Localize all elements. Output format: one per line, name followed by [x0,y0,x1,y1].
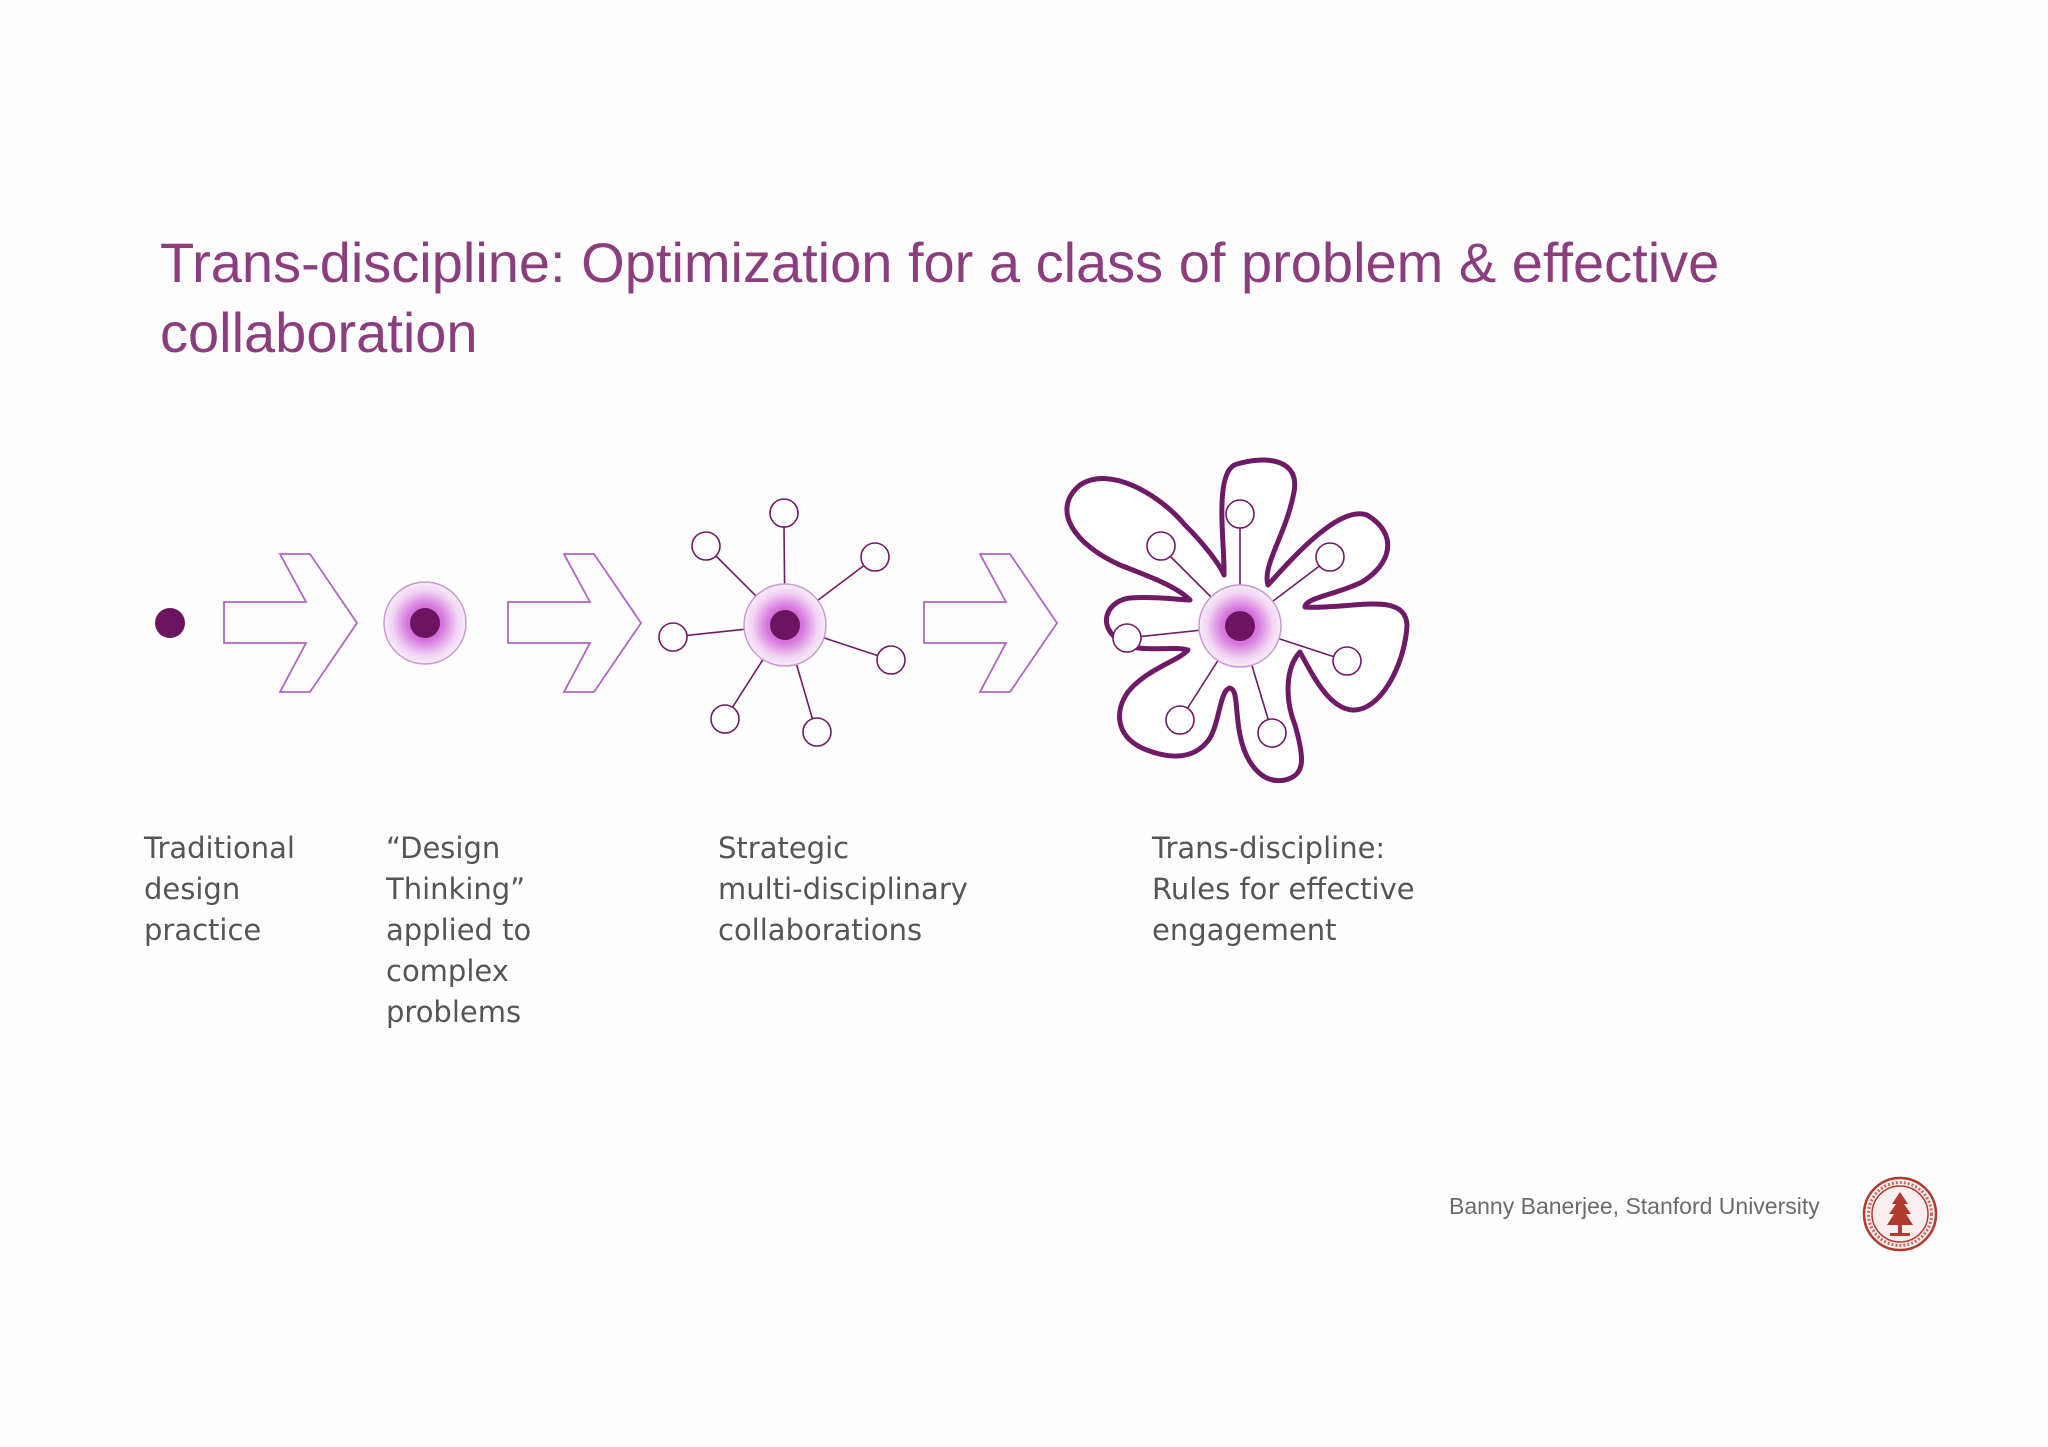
stage-multidisciplinary-network-icon [658,498,906,747]
author-credit: Banny Banerjee, Stanford University [1449,1193,1820,1219]
caption-line: collaborations [718,913,923,947]
caption-line: problems [386,995,522,1029]
caption-line: Thinking” [386,872,526,906]
caption-line: applied to [386,913,532,947]
caption-line: Rules for effective [1152,872,1415,906]
caption-line: complex [386,954,509,988]
caption-line: engagement [1152,913,1337,947]
caption-line: practice [144,913,262,947]
caption-line: Strategic [718,831,850,865]
caption-line: design [144,872,241,906]
caption-line: multi-disciplinary [718,872,968,906]
caption-design-thinking: “Design Thinking” applied to complex pro… [386,828,531,1033]
caption-trans-discipline: Trans-discipline: Rules for effective en… [1152,828,1415,951]
arrow-icon-1 [223,553,359,693]
arrow-icon-2 [507,553,643,693]
slide-title: Trans-discipline: Optimization for a cla… [160,228,1860,368]
stanford-seal-icon [1862,1176,1938,1252]
title-line-1: Trans-discipline: Optimization for a cla… [160,231,1720,294]
caption-line: “Design [386,831,501,865]
title-line-2: collaboration [160,301,478,364]
stage-design-thinking-icon [383,581,467,665]
caption-multidisciplinary: Strategic multi-disciplinary collaborati… [718,828,968,951]
caption-line: Trans-discipline: [1152,831,1386,865]
arrow-icon-3 [923,553,1059,693]
caption-line: Traditional [144,831,295,865]
caption-traditional: Traditional design practice [144,828,295,951]
stage-traditional-dot-icon [155,608,185,638]
stage-trans-discipline-flower-icon [1064,457,1410,784]
